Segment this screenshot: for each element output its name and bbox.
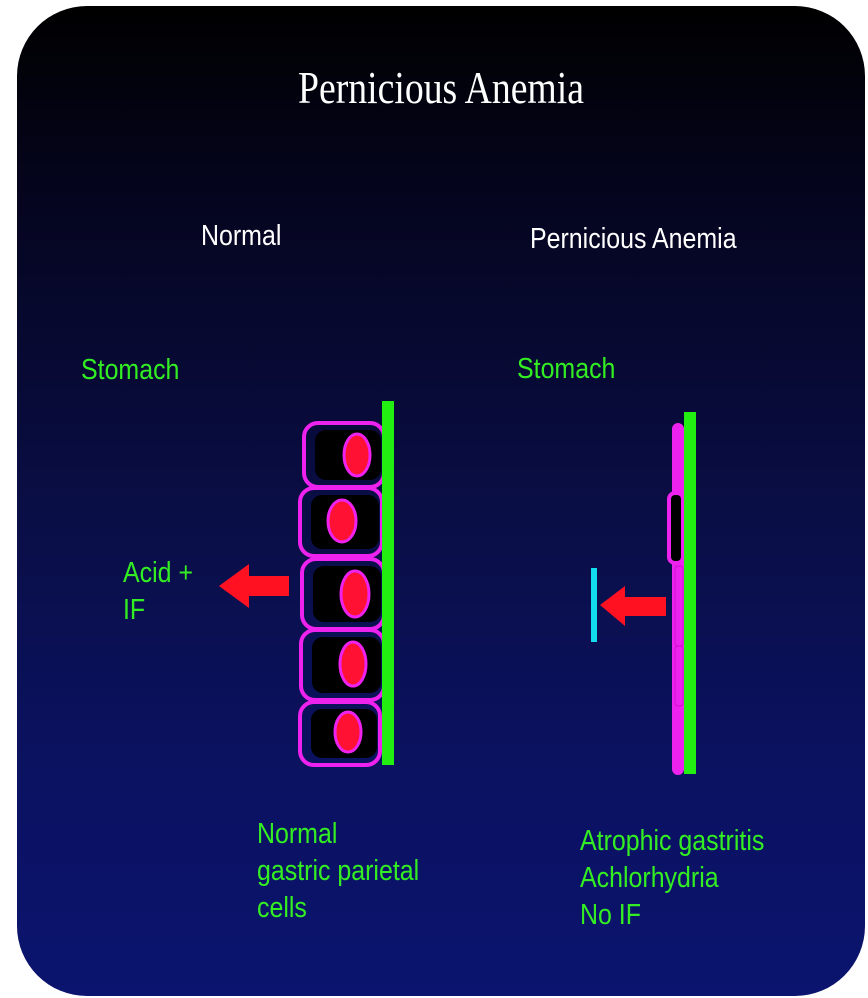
parietal-cell xyxy=(302,559,384,629)
parietal-cell xyxy=(300,702,380,765)
pa-mucosa-line xyxy=(684,412,696,774)
parietal-cell xyxy=(300,488,382,556)
absent-secretion-arrow xyxy=(600,586,666,626)
slide: Pernicious Anemia Normal Pernicious Anem… xyxy=(17,6,865,996)
parietal-cell xyxy=(304,423,384,487)
atrophic-mucosa-cells xyxy=(669,424,683,774)
parietal-cells xyxy=(300,423,384,765)
normal-mucosa-line xyxy=(382,401,394,765)
parietal-cell xyxy=(301,630,384,700)
blocked-secretion-bar xyxy=(591,568,597,642)
diagram-drawing xyxy=(17,6,865,996)
acid-secretion-arrow xyxy=(219,564,289,608)
